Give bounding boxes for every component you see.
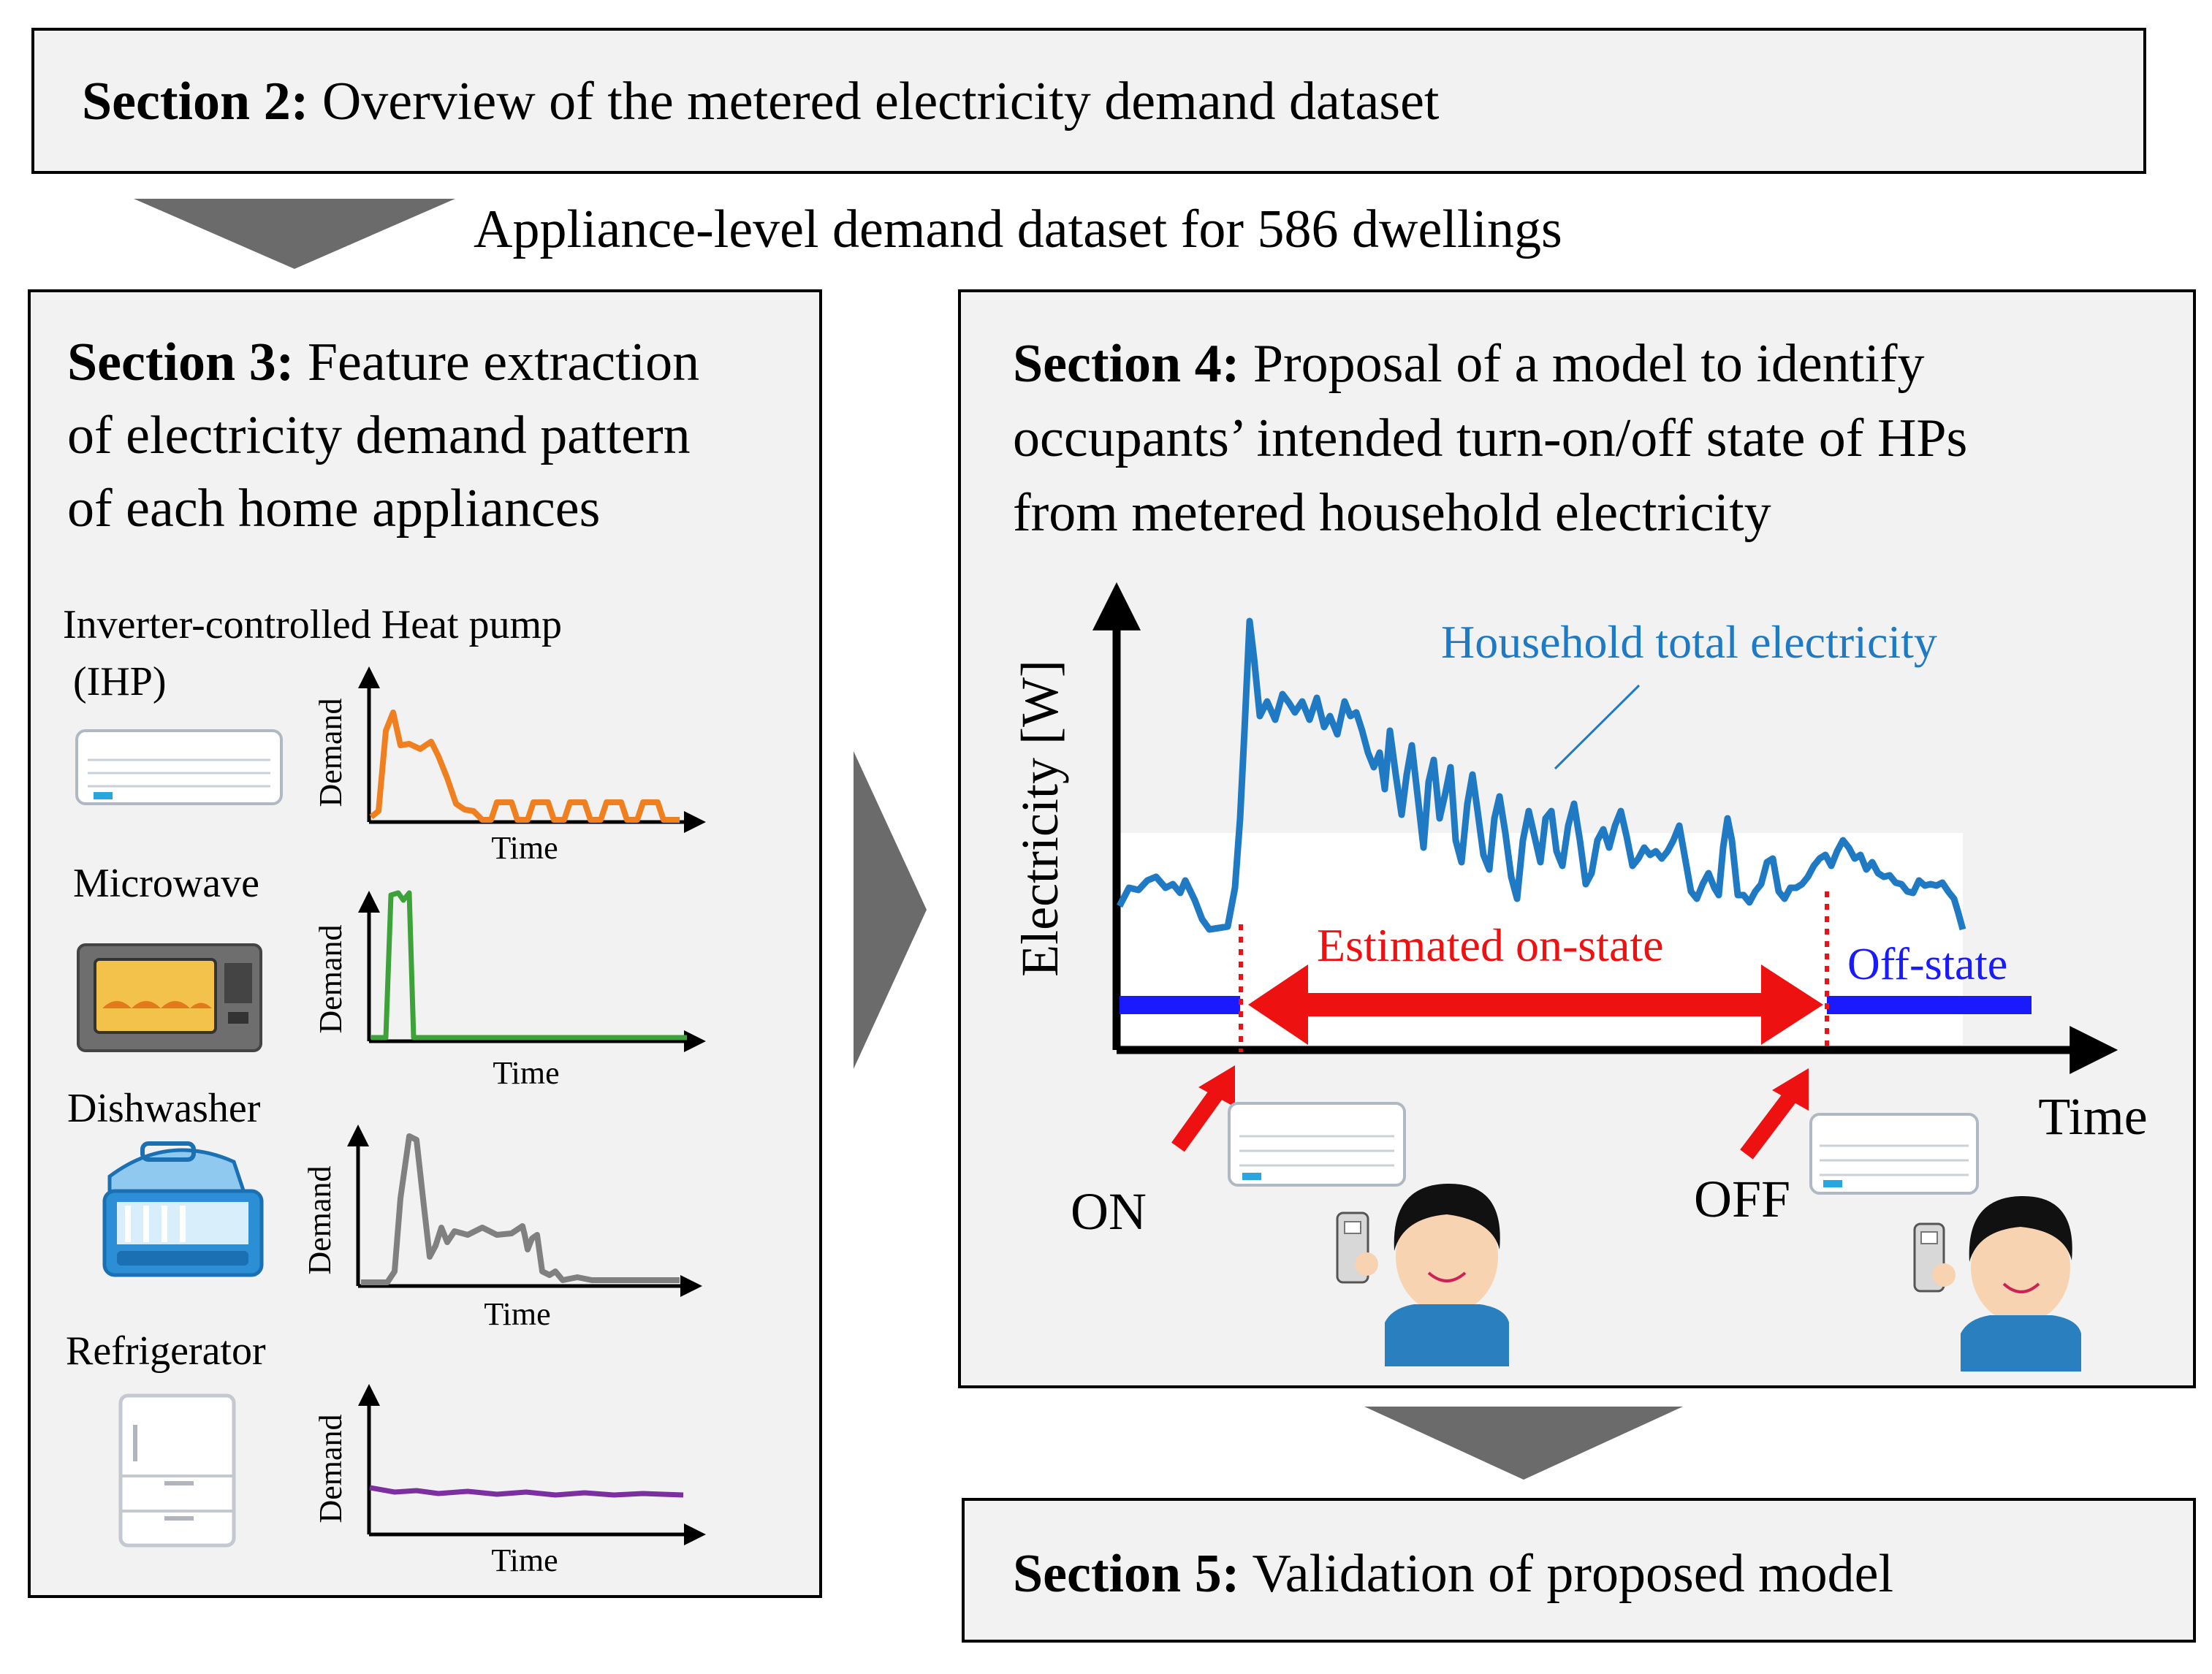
refrigerator-icon bbox=[118, 1393, 236, 1548]
section2-box bbox=[31, 28, 2146, 174]
section4-label: Section 4: bbox=[1013, 334, 1239, 394]
mini-chart-ihp: Demand Time bbox=[313, 666, 706, 866]
appliance-name-ihp-line-1: Inverter-controlled Heat pump bbox=[63, 602, 562, 647]
appliance-name-ihp-line-2: (IHP) bbox=[73, 659, 167, 704]
mini-xlabel-ihp: Time bbox=[491, 830, 558, 866]
demand-line-dishwasher bbox=[361, 1133, 680, 1285]
off-pointer-arrow bbox=[1740, 1068, 1809, 1160]
section3-label: Section 3: bbox=[67, 332, 294, 392]
section5-box bbox=[962, 1498, 2196, 1643]
air-conditioner-off-icon bbox=[1809, 1113, 1979, 1195]
section4-line-1: Proposal of a model to identify bbox=[1239, 334, 1924, 394]
series-label-leader bbox=[1554, 684, 1641, 770]
section5-heading: Section 5: Validation of proposed model bbox=[1013, 1544, 1893, 1604]
off-label: OFF bbox=[1694, 1170, 1790, 1228]
mini-ylabel-dishwasher: Demand bbox=[302, 1165, 338, 1274]
microwave-icon bbox=[77, 943, 262, 1052]
section4-line-2: occupants’ intended turn-on/off state of… bbox=[1013, 408, 1967, 468]
on-pointer-arrow bbox=[1171, 1065, 1235, 1152]
section3-heading: Section 3: Feature extraction of electri… bbox=[67, 332, 713, 539]
section3-line-3: of each home appliances bbox=[67, 479, 600, 539]
section2-label: Section 2: bbox=[82, 72, 308, 132]
demand-line-refrigerator bbox=[369, 1485, 684, 1498]
dataset-caption: Appliance-level demand dataset for 586 d… bbox=[474, 199, 1562, 259]
section5-label: Section 5: bbox=[1013, 1544, 1239, 1604]
series-household-total bbox=[1117, 617, 1966, 933]
flow-arrow-down-2 bbox=[1364, 1407, 1683, 1480]
mini-ylabel-microwave: Demand bbox=[313, 924, 349, 1033]
mini-xlabel-refrigerator: Time bbox=[491, 1542, 558, 1578]
section4-heading: Section 4: Proposal of a model to identi… bbox=[1013, 334, 1981, 543]
appliance-name-dishwasher: Dishwasher bbox=[67, 1086, 261, 1131]
mini-xlabel-microwave: Time bbox=[493, 1055, 559, 1091]
demand-line-ihp bbox=[369, 709, 680, 823]
mini-ylabel-refrigerator: Demand bbox=[313, 1414, 349, 1523]
appliance-name-refrigerator: Refrigerator bbox=[66, 1328, 266, 1374]
section3-line-1: Feature extraction bbox=[294, 332, 699, 392]
section3-line-2: of electricity demand pattern bbox=[67, 406, 691, 465]
section2-heading: Section 2: Overview of the metered elect… bbox=[82, 72, 1440, 132]
mini-chart-microwave: Demand Time bbox=[313, 890, 706, 1091]
mini-xlabel-dishwasher: Time bbox=[484, 1296, 550, 1332]
dishwasher-icon bbox=[102, 1141, 264, 1277]
off-state-bar-left bbox=[1120, 996, 1240, 1014]
on-state-label: Estimated on-state bbox=[1317, 919, 1664, 971]
demand-line-microwave bbox=[371, 890, 687, 1040]
series-label: Household total electricity bbox=[1441, 616, 1937, 668]
appliance-name-microwave: Microwave bbox=[73, 861, 259, 906]
person-with-remote-on-icon bbox=[1336, 1183, 1509, 1366]
person-with-remote-off-icon bbox=[1913, 1195, 2081, 1371]
off-state-label: Off-state bbox=[1847, 940, 2007, 989]
section4-line-3: from metered household electricity bbox=[1013, 483, 1771, 543]
chart-xlabel: Time bbox=[2038, 1087, 2147, 1146]
flow-arrow-down-1 bbox=[134, 199, 455, 269]
mini-chart-refrigerator: Demand Time bbox=[313, 1384, 706, 1578]
on-label: ON bbox=[1071, 1182, 1147, 1241]
flow-arrow-right bbox=[854, 751, 927, 1069]
mini-ylabel-ihp: Demand bbox=[313, 698, 349, 807]
on-state-double-arrow bbox=[1248, 965, 1823, 1045]
section5-text: Validation of proposed model bbox=[1239, 1544, 1893, 1604]
air-conditioner-icon bbox=[75, 729, 283, 805]
air-conditioner-on-icon bbox=[1228, 1102, 1406, 1187]
appliance-name-ihp: Inverter-controlled Heat pump (IHP) bbox=[63, 602, 572, 704]
mini-chart-dishwasher: Demand Time bbox=[302, 1125, 702, 1332]
section2-text: Overview of the metered electricity dema… bbox=[308, 72, 1440, 132]
off-state-bar-right bbox=[1827, 996, 2032, 1014]
chart-ylabel: Electricity [W] bbox=[1011, 660, 1069, 977]
